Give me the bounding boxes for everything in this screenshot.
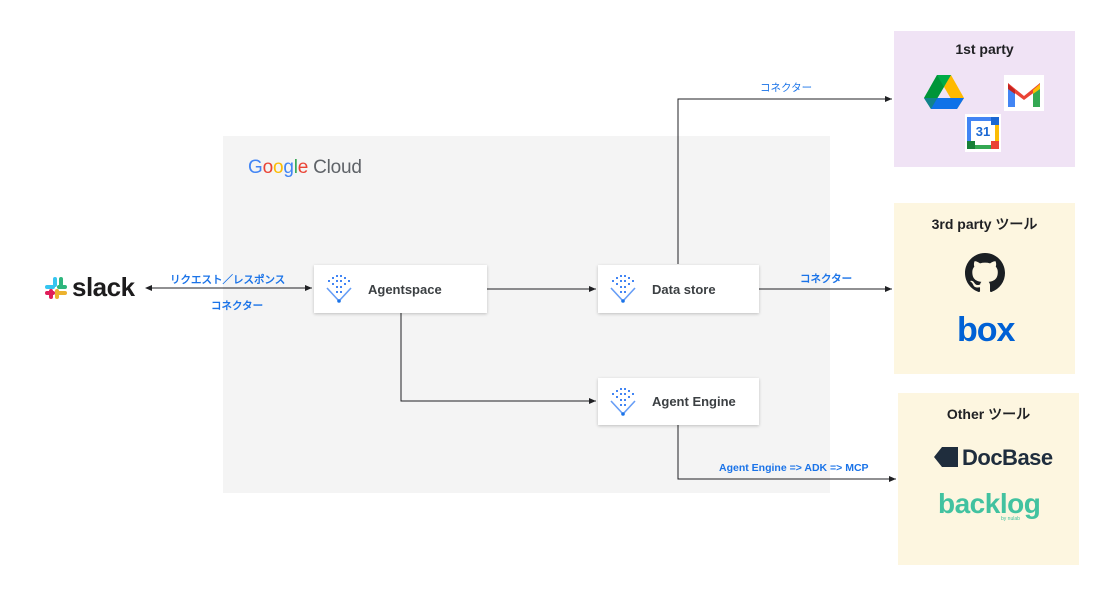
- edge-agentengine-other: [677, 425, 896, 482]
- data-store-icon: [610, 275, 636, 303]
- third-party-title: 3rd party ツール: [931, 216, 1038, 232]
- backlog-byline: by nulab: [1001, 516, 1020, 522]
- backlog-logo: backlog: [938, 488, 1041, 519]
- slack-icon: [45, 277, 67, 299]
- gmail-icon: [1004, 75, 1044, 111]
- github-icon: [965, 253, 1005, 293]
- edge-label-mcp-path: Agent Engine => ADK => MCP: [719, 462, 869, 474]
- slack-logo-text: slack: [72, 272, 135, 302]
- data-store-label: Data store: [652, 281, 716, 297]
- third-party-panel: 3rd party ツール box: [894, 203, 1075, 374]
- edge-datastore-first-party: [677, 96, 892, 264]
- edge-agentspace-agentengine: [400, 313, 596, 404]
- other-tools-title: Other ツール: [946, 406, 1031, 422]
- docbase-logo-text: DocBase: [962, 445, 1053, 470]
- google-calendar-icon: 31: [965, 114, 1001, 152]
- agentspace-label: Agentspace: [368, 281, 442, 297]
- box-logo: box: [957, 311, 1015, 349]
- first-party-panel: 1st party 31: [894, 31, 1075, 167]
- agentspace-icon: [326, 275, 352, 303]
- google-cloud-region: [223, 136, 830, 493]
- docbase-icon: [934, 447, 958, 467]
- edge-label-slack-request: リクエスト／レスポンス: [170, 274, 286, 286]
- edge-label-slack-connector: コネクター: [211, 300, 264, 312]
- agent-engine-node[interactable]: Agent Engine: [598, 378, 759, 425]
- first-party-title: 1st party: [955, 41, 1014, 57]
- other-tools-panel: Other ツール DocBase backlog by nulab: [898, 393, 1079, 565]
- agentspace-node[interactable]: Agentspace: [314, 265, 487, 313]
- agent-engine-icon: [610, 387, 636, 416]
- google-drive-icon: [924, 75, 964, 109]
- data-store-node[interactable]: Data store: [598, 265, 759, 313]
- agent-engine-label: Agent Engine: [652, 394, 736, 409]
- edge-label-first-party-connector: コネクター: [760, 82, 813, 94]
- edge-label-third-party-connector: コネクター: [800, 273, 853, 285]
